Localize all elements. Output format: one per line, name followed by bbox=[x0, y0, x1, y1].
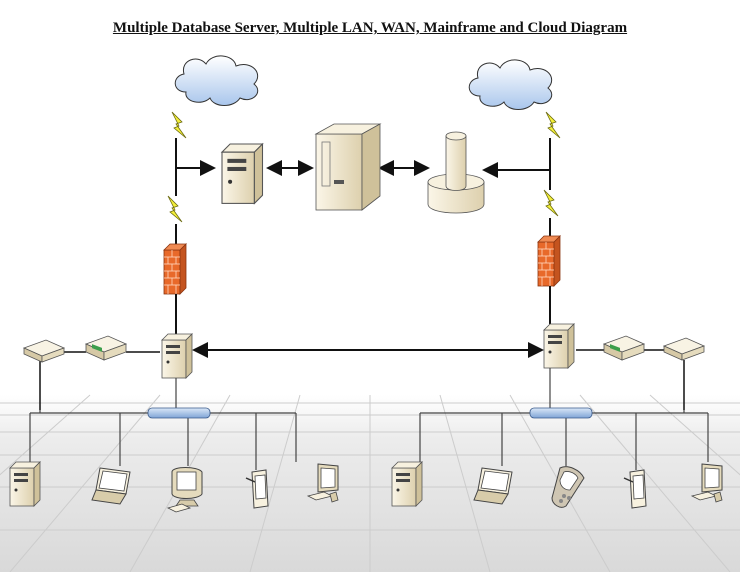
lightning-bolt-icon-right-bottom bbox=[543, 189, 559, 217]
mainframe-icon bbox=[314, 123, 382, 211]
cloud-icon-right bbox=[468, 59, 553, 110]
lightning-bolt-icon-left-top bbox=[171, 111, 187, 139]
server-icon-top bbox=[221, 143, 264, 205]
lightning-bolt-icon-right-top bbox=[545, 111, 561, 139]
firewall-links bbox=[175, 286, 551, 334]
server-icon-client-right bbox=[391, 461, 423, 507]
router-icon-right bbox=[663, 337, 705, 361]
firewall-icon-left bbox=[163, 243, 187, 295]
diagram-title: Multiple Database Server, Multiple LAN, … bbox=[112, 20, 628, 36]
modem-icon-left bbox=[85, 335, 127, 361]
cloud-icon-left bbox=[174, 55, 259, 106]
wan-links bbox=[175, 138, 551, 244]
server-icon-client-left bbox=[9, 461, 41, 507]
lan-right-peripheral-links bbox=[576, 349, 685, 410]
server-icon-lan-right bbox=[543, 323, 575, 369]
database-icon bbox=[427, 131, 485, 214]
firewall-icon-right bbox=[537, 235, 561, 287]
router-icon-left bbox=[23, 339, 65, 363]
hub-icon-right bbox=[529, 407, 593, 419]
modem-icon-right bbox=[603, 335, 645, 361]
server-icon-lan-left bbox=[161, 333, 193, 379]
lightning-bolt-icon-left-bottom bbox=[167, 195, 183, 223]
hub-icon-left bbox=[147, 407, 211, 419]
